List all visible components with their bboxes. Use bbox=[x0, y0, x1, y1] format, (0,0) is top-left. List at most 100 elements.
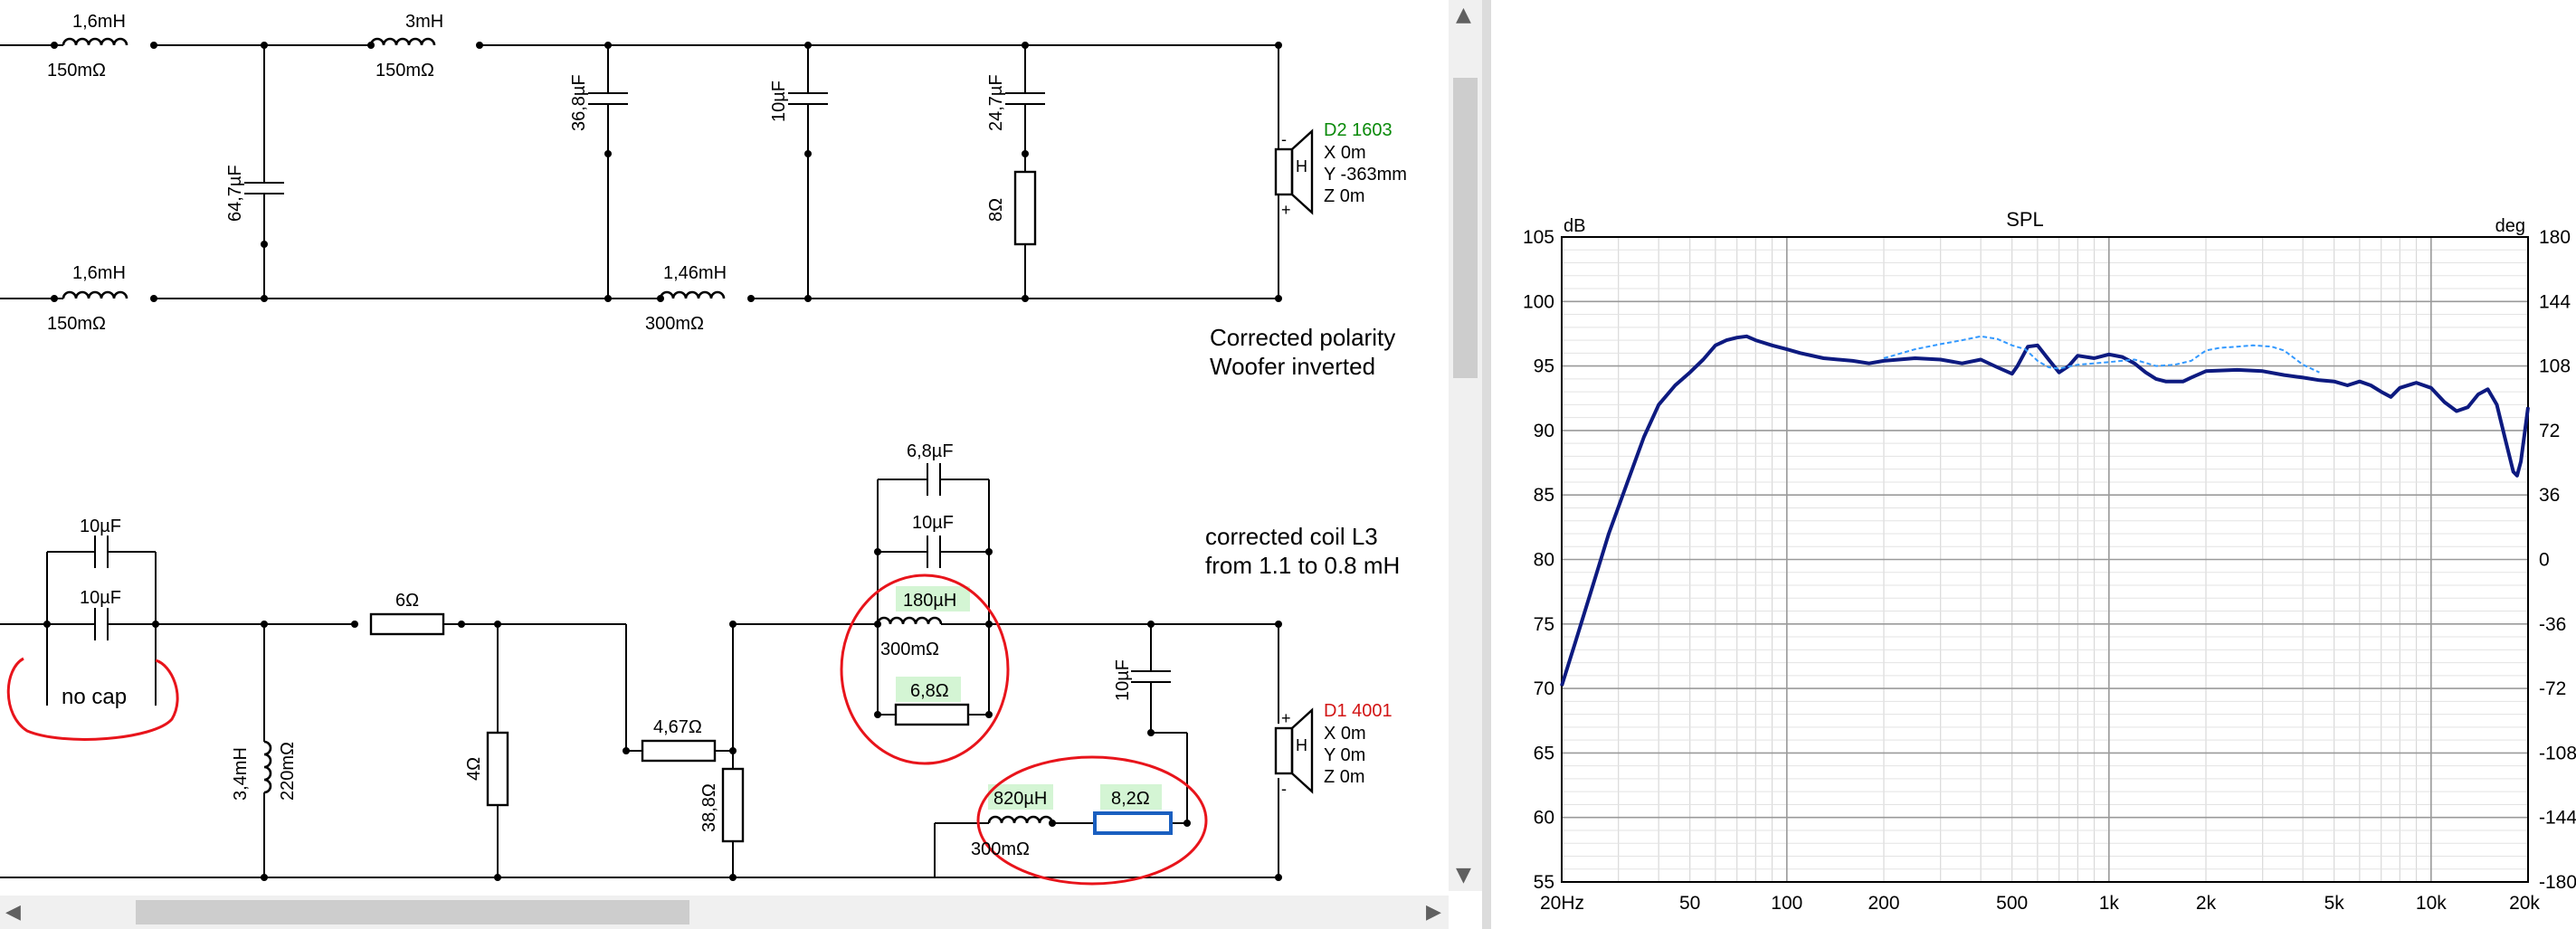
label-r2-value: 6Ω bbox=[395, 591, 419, 611]
x-tick-label: 20Hz bbox=[1540, 893, 1584, 914]
label-c6-value: 10µF bbox=[80, 588, 121, 608]
y-tick-label: 70 bbox=[1534, 678, 1554, 699]
lower-driver-name[interactable]: D1 4001 bbox=[1324, 701, 1393, 721]
y2-tick-label: 144 bbox=[2539, 291, 2571, 312]
y-tick-label: 80 bbox=[1534, 550, 1554, 571]
label-l1-value: 1,6mH bbox=[72, 12, 126, 32]
x-tick-label: 100 bbox=[1771, 893, 1802, 914]
inductor-l1[interactable] bbox=[62, 37, 128, 47]
y2-tick-label: 108 bbox=[2539, 356, 2571, 377]
upper-note-line2: Woofer inverted bbox=[1210, 353, 1375, 380]
label-c7-value: 6,8µF bbox=[907, 441, 954, 461]
label-c3-value: 10µF bbox=[769, 81, 789, 122]
label-c5-value: 10µF bbox=[80, 517, 121, 536]
label-l6-value: 180µH bbox=[903, 591, 956, 611]
plot-frame bbox=[1561, 236, 2529, 883]
annotation-circle-coil bbox=[840, 574, 1010, 765]
scroll-down-button[interactable]: ▼ bbox=[1456, 864, 1471, 886]
x-tick-label: 1k bbox=[2099, 893, 2120, 914]
x-tick-label: 500 bbox=[1996, 893, 2028, 914]
y2-tick-label: -72 bbox=[2539, 678, 2566, 699]
y-tick-label: 55 bbox=[1534, 872, 1554, 893]
scroll-up-button[interactable]: ▲ bbox=[1456, 4, 1471, 26]
spl-series-line bbox=[1560, 334, 2530, 687]
upper-driver-h: H bbox=[1296, 157, 1307, 175]
label-r1-value: 8Ω bbox=[986, 198, 1006, 222]
chart-major-grid bbox=[1562, 236, 2528, 883]
label-c4-value: 24,7µF bbox=[986, 74, 1006, 131]
upper-driver-name[interactable]: D2 1603 bbox=[1324, 120, 1393, 140]
y-tick-label: 105 bbox=[1523, 227, 1554, 248]
label-l5-value: 3,4mH bbox=[231, 747, 251, 801]
x-tick-label: 200 bbox=[1868, 893, 1899, 914]
scroll-left-button[interactable]: ◀ bbox=[5, 901, 21, 924]
label-r5-value: 38,8Ω bbox=[699, 783, 719, 832]
upper-driver-minus: - bbox=[1281, 130, 1287, 148]
y2-tick-label: -36 bbox=[2539, 614, 2566, 635]
resistor-r7[interactable] bbox=[1093, 811, 1173, 835]
label-r7-value: 8,2Ω bbox=[1111, 789, 1150, 809]
label-l1-res: 150mΩ bbox=[47, 61, 106, 81]
upper-driver-plus: + bbox=[1281, 201, 1291, 219]
x-tick-label: 5k bbox=[2324, 893, 2345, 914]
lower-note-line1: corrected coil L3 bbox=[1205, 523, 1378, 550]
annotation-circle-nocap bbox=[6, 657, 179, 741]
spl-chart: 105 100 95 90 85 80 75 70 65 60 55 180 144 108 72 36 0 -… bbox=[1523, 208, 2576, 914]
inductor-l6[interactable] bbox=[876, 616, 943, 626]
x-tick-label: 10k bbox=[2416, 893, 2447, 914]
series-layer bbox=[1560, 334, 2530, 687]
y-tick-label: 95 bbox=[1534, 356, 1554, 377]
label-l3-value: 1,6mH bbox=[72, 263, 126, 283]
chart-title: SPL bbox=[2006, 208, 2044, 231]
label-c8-value: 10µF bbox=[912, 513, 954, 533]
spl-series-line-dashed bbox=[1883, 335, 2320, 374]
upper-driver-y: Y -363mm bbox=[1324, 165, 1407, 185]
inductor-l7[interactable] bbox=[987, 815, 1054, 825]
label-l3-res: 150mΩ bbox=[47, 314, 106, 334]
y2-tick-label: -144 bbox=[2539, 808, 2576, 829]
vertical-scrollbar[interactable]: ▲ ▼ bbox=[1449, 0, 1482, 891]
y2-tick-label: 72 bbox=[2539, 421, 2560, 441]
label-c2-value: 36,8µF bbox=[569, 74, 589, 131]
y-tick-label: 90 bbox=[1534, 421, 1554, 441]
y2-tick-label: -180 bbox=[2539, 872, 2576, 893]
y-tick-label: 85 bbox=[1534, 485, 1554, 506]
lower-note-line2: from 1.1 to 0.8 mH bbox=[1205, 552, 1400, 579]
lower-driver-minus: - bbox=[1281, 780, 1287, 798]
inductor-l5[interactable] bbox=[262, 740, 272, 794]
inductor-l4[interactable] bbox=[659, 290, 726, 300]
schematic-canvas[interactable]: 1,6mH 150mΩ 3mH 150mΩ 1,6mH 150mΩ 1,46mH… bbox=[0, 0, 1449, 891]
scroll-right-button[interactable]: ▶ bbox=[1426, 901, 1441, 924]
no-cap-note: no cap bbox=[62, 685, 127, 709]
pane-divider[interactable] bbox=[1482, 0, 1491, 929]
label-r3-value: 4Ω bbox=[464, 757, 484, 781]
inductor-l3[interactable] bbox=[62, 290, 128, 300]
label-r6-value: 6,8Ω bbox=[910, 681, 949, 701]
lower-driver-y: Y 0m bbox=[1324, 745, 1365, 765]
y2-axis-unit: deg bbox=[2495, 216, 2525, 236]
y-tick-label: 60 bbox=[1534, 808, 1554, 829]
y-tick-label: 75 bbox=[1534, 614, 1554, 635]
spl-chart-pane: 105 100 95 90 85 80 75 70 65 60 55 180 144 108 72 36 0 -… bbox=[1491, 0, 2576, 929]
label-l7-value: 820µH bbox=[993, 789, 1047, 809]
y-axis-unit: dB bbox=[1564, 216, 1585, 236]
horizontal-scroll-thumb[interactable] bbox=[136, 900, 689, 924]
y2-tick-label: 180 bbox=[2539, 227, 2571, 248]
vertical-scroll-thumb[interactable] bbox=[1453, 78, 1478, 378]
lower-driver-x: X 0m bbox=[1324, 724, 1366, 744]
upper-driver-x: X 0m bbox=[1324, 143, 1366, 163]
label-l7-res: 300mΩ bbox=[971, 839, 1030, 859]
y2-tick-label: 36 bbox=[2539, 485, 2560, 506]
y2-tick-label: 0 bbox=[2539, 550, 2550, 571]
y-tick-label: 65 bbox=[1534, 743, 1554, 763]
horizontal-scrollbar[interactable]: ◀ ▶ bbox=[0, 896, 1449, 929]
schematic-pane[interactable]: 1,6mH 150mΩ 3mH 150mΩ 1,6mH 150mΩ 1,46mH… bbox=[0, 0, 1482, 929]
label-r4-value: 4,67Ω bbox=[653, 717, 702, 737]
x-tick-label: 2k bbox=[2196, 893, 2217, 914]
label-l4-value: 1,46mH bbox=[663, 263, 727, 283]
inductor-l2[interactable] bbox=[369, 37, 436, 47]
x-tick-label: 20k bbox=[2509, 893, 2540, 914]
annotation-circle-branch bbox=[976, 755, 1208, 886]
